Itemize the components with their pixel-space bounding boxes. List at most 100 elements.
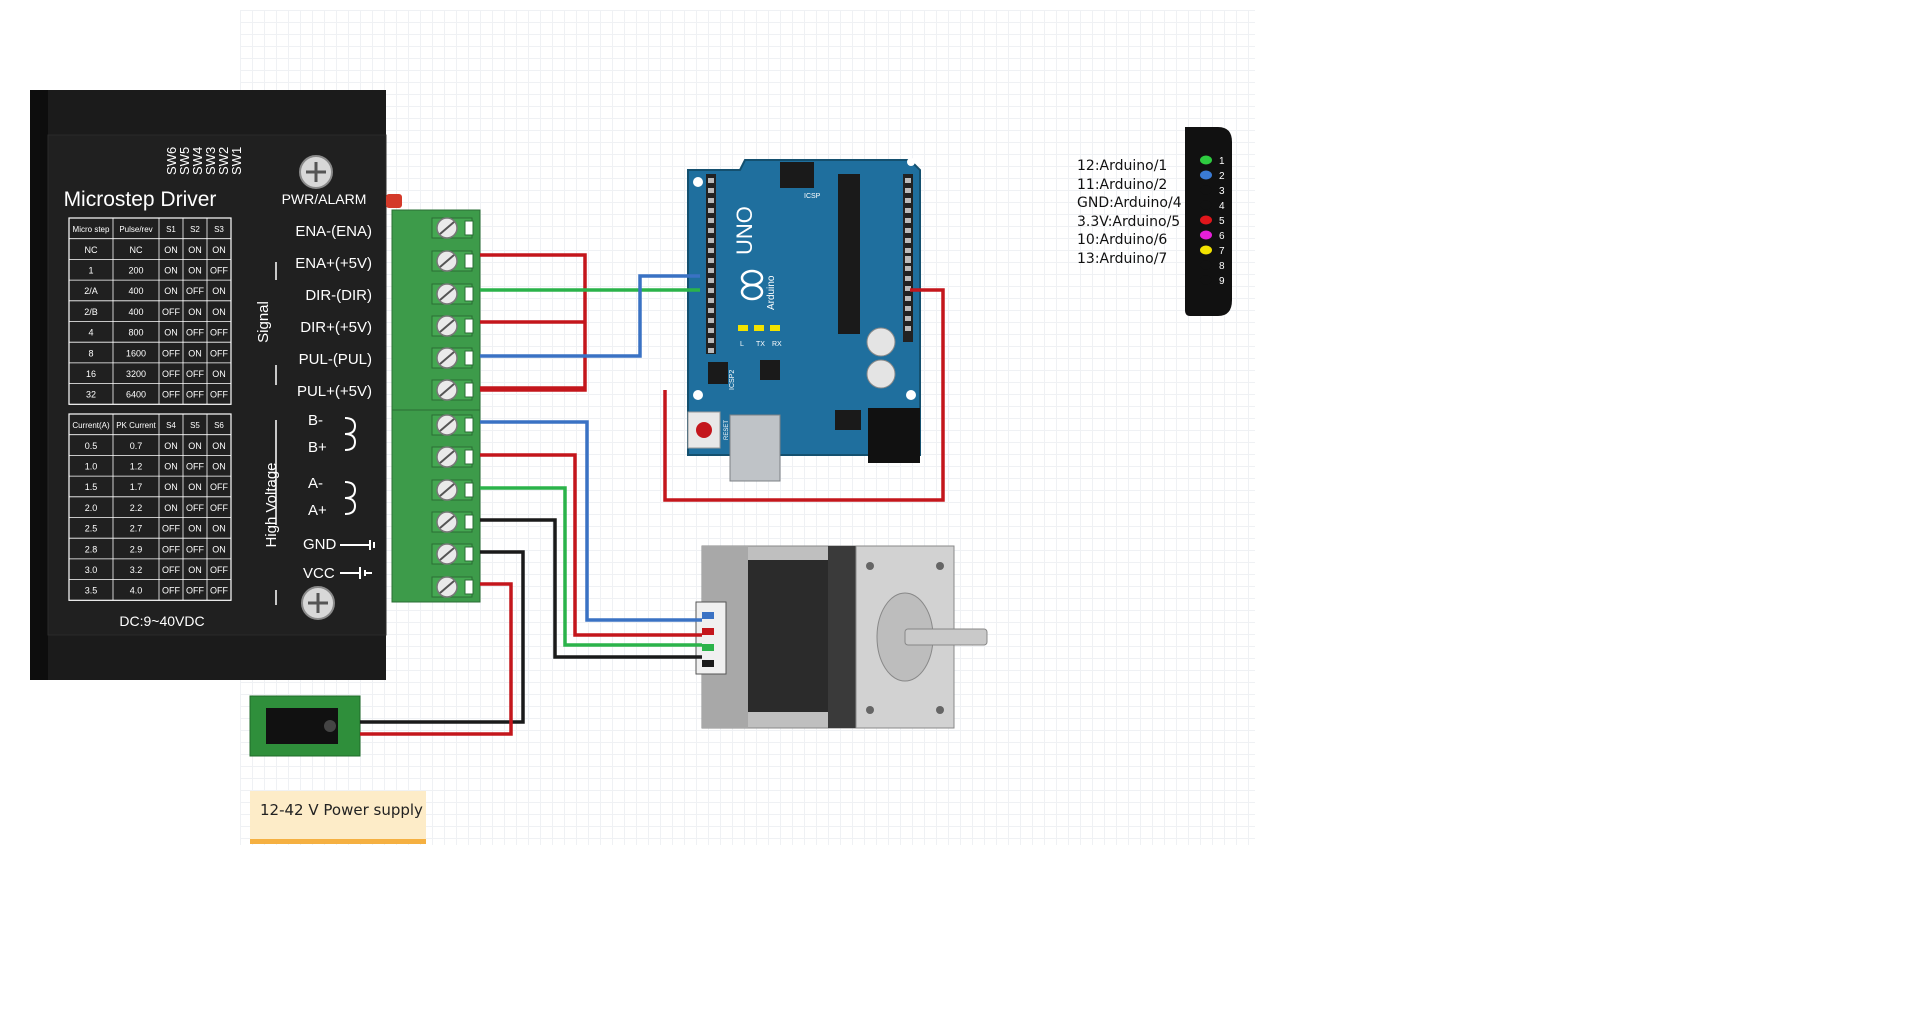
table-cell: ON — [212, 461, 226, 471]
header-pin — [905, 306, 911, 311]
table-cell: 1.0 — [85, 461, 98, 471]
terminal-labels: ENA-(ENA)ENA+(+5V)DIR-(DIR)DIR+(+5V)PUL-… — [295, 223, 372, 582]
reset-label: RESET — [724, 420, 730, 440]
stepper-motor — [695, 545, 988, 729]
table-header-cell: S2 — [190, 225, 200, 234]
motor-pin-blue — [702, 612, 714, 619]
connector-pin-icon — [1200, 230, 1212, 240]
header-pin — [708, 338, 714, 343]
connector-pin-icon — [1200, 245, 1212, 255]
icsp-label: ICSP — [804, 193, 821, 200]
table-cell: ON — [164, 286, 178, 296]
connector-pin-number: 9 — [1219, 276, 1225, 287]
usb-port[interactable] — [729, 414, 781, 482]
table-border — [68, 217, 232, 405]
ground-icon — [340, 540, 375, 550]
arduino-pins — [708, 178, 911, 353]
header-pin — [708, 248, 714, 253]
vcc-icon — [340, 567, 372, 579]
signal-terminal-block — [391, 209, 481, 411]
icsp2-header — [708, 362, 728, 384]
switch-label: SW2 — [216, 147, 231, 175]
switch-label: SW1 — [229, 147, 244, 175]
screw-slot-icon — [439, 580, 455, 594]
table-cell: ON — [188, 524, 202, 534]
header-pin — [905, 296, 911, 301]
dc-jack[interactable] — [868, 408, 920, 463]
header-pin — [905, 256, 911, 261]
connector-pin-number: 5 — [1219, 216, 1225, 227]
wire-entry — [464, 382, 474, 398]
table-header-cell: S3 — [214, 225, 224, 234]
table-cell: 400 — [128, 307, 143, 317]
connector-pin-number: 4 — [1219, 201, 1225, 212]
table-cell: 0.5 — [85, 441, 98, 451]
table-cell: ON — [212, 245, 226, 255]
connector-pin-icon — [1200, 155, 1212, 165]
header-pin — [708, 178, 714, 183]
table-cell: ON — [212, 286, 226, 296]
screw-slot-icon — [439, 254, 455, 268]
legend-item: 11:Arduino/2 — [1077, 176, 1168, 193]
mount-hole — [693, 177, 703, 187]
motor-band — [828, 546, 856, 728]
hv-terminal-label: GND — [303, 536, 337, 553]
table-cell: ON — [164, 482, 178, 492]
connector-pin-number: 3 — [1219, 186, 1225, 197]
table-cell: OFF — [186, 586, 204, 596]
table-cell: OFF — [162, 565, 180, 575]
table-cell: 3.2 — [130, 565, 143, 575]
connector-pin-number: 1 — [1219, 156, 1225, 167]
high-voltage-label: High Voltage — [263, 462, 280, 547]
hv-terminal-label: A- — [308, 475, 323, 492]
table-cell: 3.0 — [85, 565, 98, 575]
led-rx-label: RX — [772, 341, 782, 348]
signal-terminal-label: ENA-(ENA) — [295, 223, 372, 240]
header-pin — [708, 288, 714, 293]
wire-entry — [464, 579, 474, 595]
header-pin — [905, 286, 911, 291]
table-cell: 1 — [88, 265, 93, 275]
signal-terminal-label: PUL-(PUL) — [299, 351, 372, 368]
table-cell: 2.0 — [85, 503, 98, 513]
table-cell: OFF — [186, 286, 204, 296]
mount-hole — [866, 562, 874, 570]
connector-pin-icon — [1200, 275, 1212, 285]
dc-jack-module — [249, 695, 361, 757]
table-cell: OFF — [210, 348, 228, 358]
table-cell: OFF — [210, 586, 228, 596]
header-pin — [905, 188, 911, 193]
header-left — [706, 174, 716, 354]
header-pin — [905, 276, 911, 281]
screw-slot-icon — [439, 287, 455, 301]
wire-entry — [464, 220, 474, 236]
screw-cross-icon — [308, 593, 328, 613]
screw-slot-icon — [439, 547, 455, 561]
connector-pin-icon — [1200, 200, 1212, 210]
wire-entry — [464, 449, 474, 465]
dc-voltage-label: DC:9~40VDC — [119, 613, 204, 629]
table-cell: ON — [212, 307, 226, 317]
header-pin — [708, 318, 714, 323]
table-cell: ON — [212, 544, 226, 554]
regulator-chip — [835, 410, 861, 430]
screw-slot-icon — [439, 450, 455, 464]
reset-button-cap — [696, 422, 712, 438]
header-right-top — [903, 174, 913, 274]
wire-entry — [464, 286, 474, 302]
table-cell: OFF — [186, 369, 204, 379]
led-tx-label: TX — [756, 341, 765, 348]
alarm-led-icon — [386, 194, 402, 208]
driver-heatsink-edge — [30, 90, 48, 680]
table-cell: 4.0 — [130, 586, 143, 596]
connector-pin-icon — [1200, 215, 1212, 225]
table-cell: OFF — [186, 461, 204, 471]
wire-black-gnd — [360, 550, 525, 724]
table-header-cell: Micro step — [73, 225, 110, 234]
table-cell: 4 — [88, 328, 93, 338]
hv-terminal-block — [391, 409, 481, 603]
connector-pin-icon — [1200, 170, 1212, 180]
